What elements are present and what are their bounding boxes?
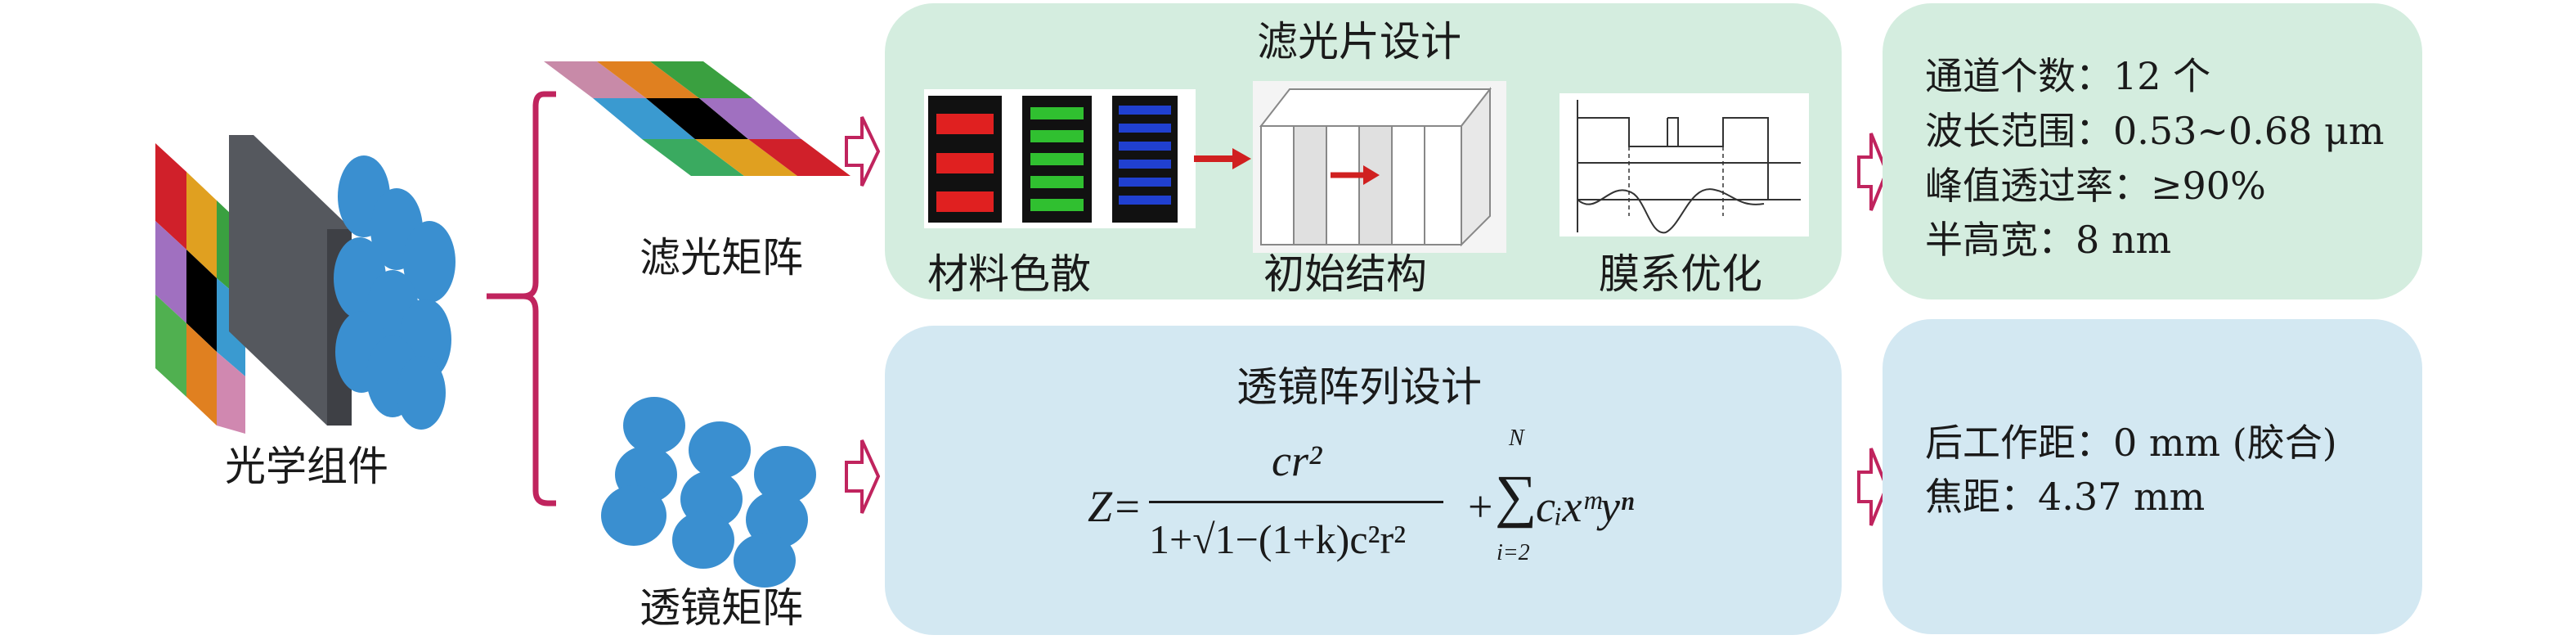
sum-upper-limit: N [1509,426,1524,451]
optical-assembly-label: 光学组件 [225,443,388,490]
formula-denominator: 1+√1−(1+k)c²r² [1149,516,1407,562]
lens-matrix-illustration [601,397,816,588]
step-label-film-optimization: 膜系优化 [1599,250,1762,298]
sum-lower-limit: i=2 [1497,540,1530,565]
optical-assembly-illustration [155,135,456,434]
arrow-right-icon [845,116,881,187]
film-optimization-plot [1560,93,1809,236]
lens-design-panel: 透镜阵列设计 [885,326,1842,635]
lens-matrix-label: 透镜矩阵 [640,584,803,632]
fraction-bar [1149,501,1443,503]
lens-design-title: 透镜阵列设计 [1236,363,1482,411]
filter-specs-panel: 通道个数：12 个 波长范围：0.53~0.68 μm 峰值透过率：≥90% 半… [1883,3,2422,299]
spec-focal-length: 焦距：4.37 mm [1925,475,2206,519]
lens-specs-panel: 后工作距：0 mm (胶合) 焦距：4.37 mm [1883,319,2422,634]
arrow-right-icon [1857,448,1889,526]
sensor-plate [229,135,352,426]
spec-back-working-distance: 后工作距：0 mm (胶合) [1925,421,2337,465]
filter-matrix-illustration [544,61,850,176]
spec-fwhm: 半高宽：8 nm [1925,218,2172,262]
sum-symbol: ∑ [1495,463,1537,529]
formula-lhs: Z= [1088,482,1142,531]
sum-term: cᵢxᵐyⁿ [1536,482,1634,531]
material-dispersion-image [924,89,1227,228]
filter-mosaic [155,143,245,434]
step-label-initial-structure: 初始结构 [1263,250,1427,298]
initial-structure-image [1253,81,1506,253]
spec-peak-transmittance: 峰值透过率：≥90% [1925,164,2266,208]
aspheric-formula: Z= cr² 1+√1−(1+k)c²r² + N ∑ i=2 cᵢxᵐyⁿ [1088,426,1676,589]
filter-design-title: 滤光片设计 [1257,18,1461,65]
formula-numerator: cr² [1272,436,1322,485]
step-label-material-dispersion: 材料色散 [927,250,1091,298]
spec-channel-count: 通道个数：12 个 [1925,54,2211,98]
bracket [487,91,556,507]
arrow-right-icon [845,439,881,514]
filter-matrix-label: 滤光矩阵 [640,234,803,281]
arrow-right-icon [1857,133,1889,211]
filter-design-panel: 滤光片设计 [885,3,1842,299]
red-arrow-icon [1196,148,1251,169]
plus-sign: + [1468,482,1493,531]
lens-cluster [334,155,456,430]
spec-wavelength-range: 波长范围：0.53~0.68 μm [1925,109,2385,153]
